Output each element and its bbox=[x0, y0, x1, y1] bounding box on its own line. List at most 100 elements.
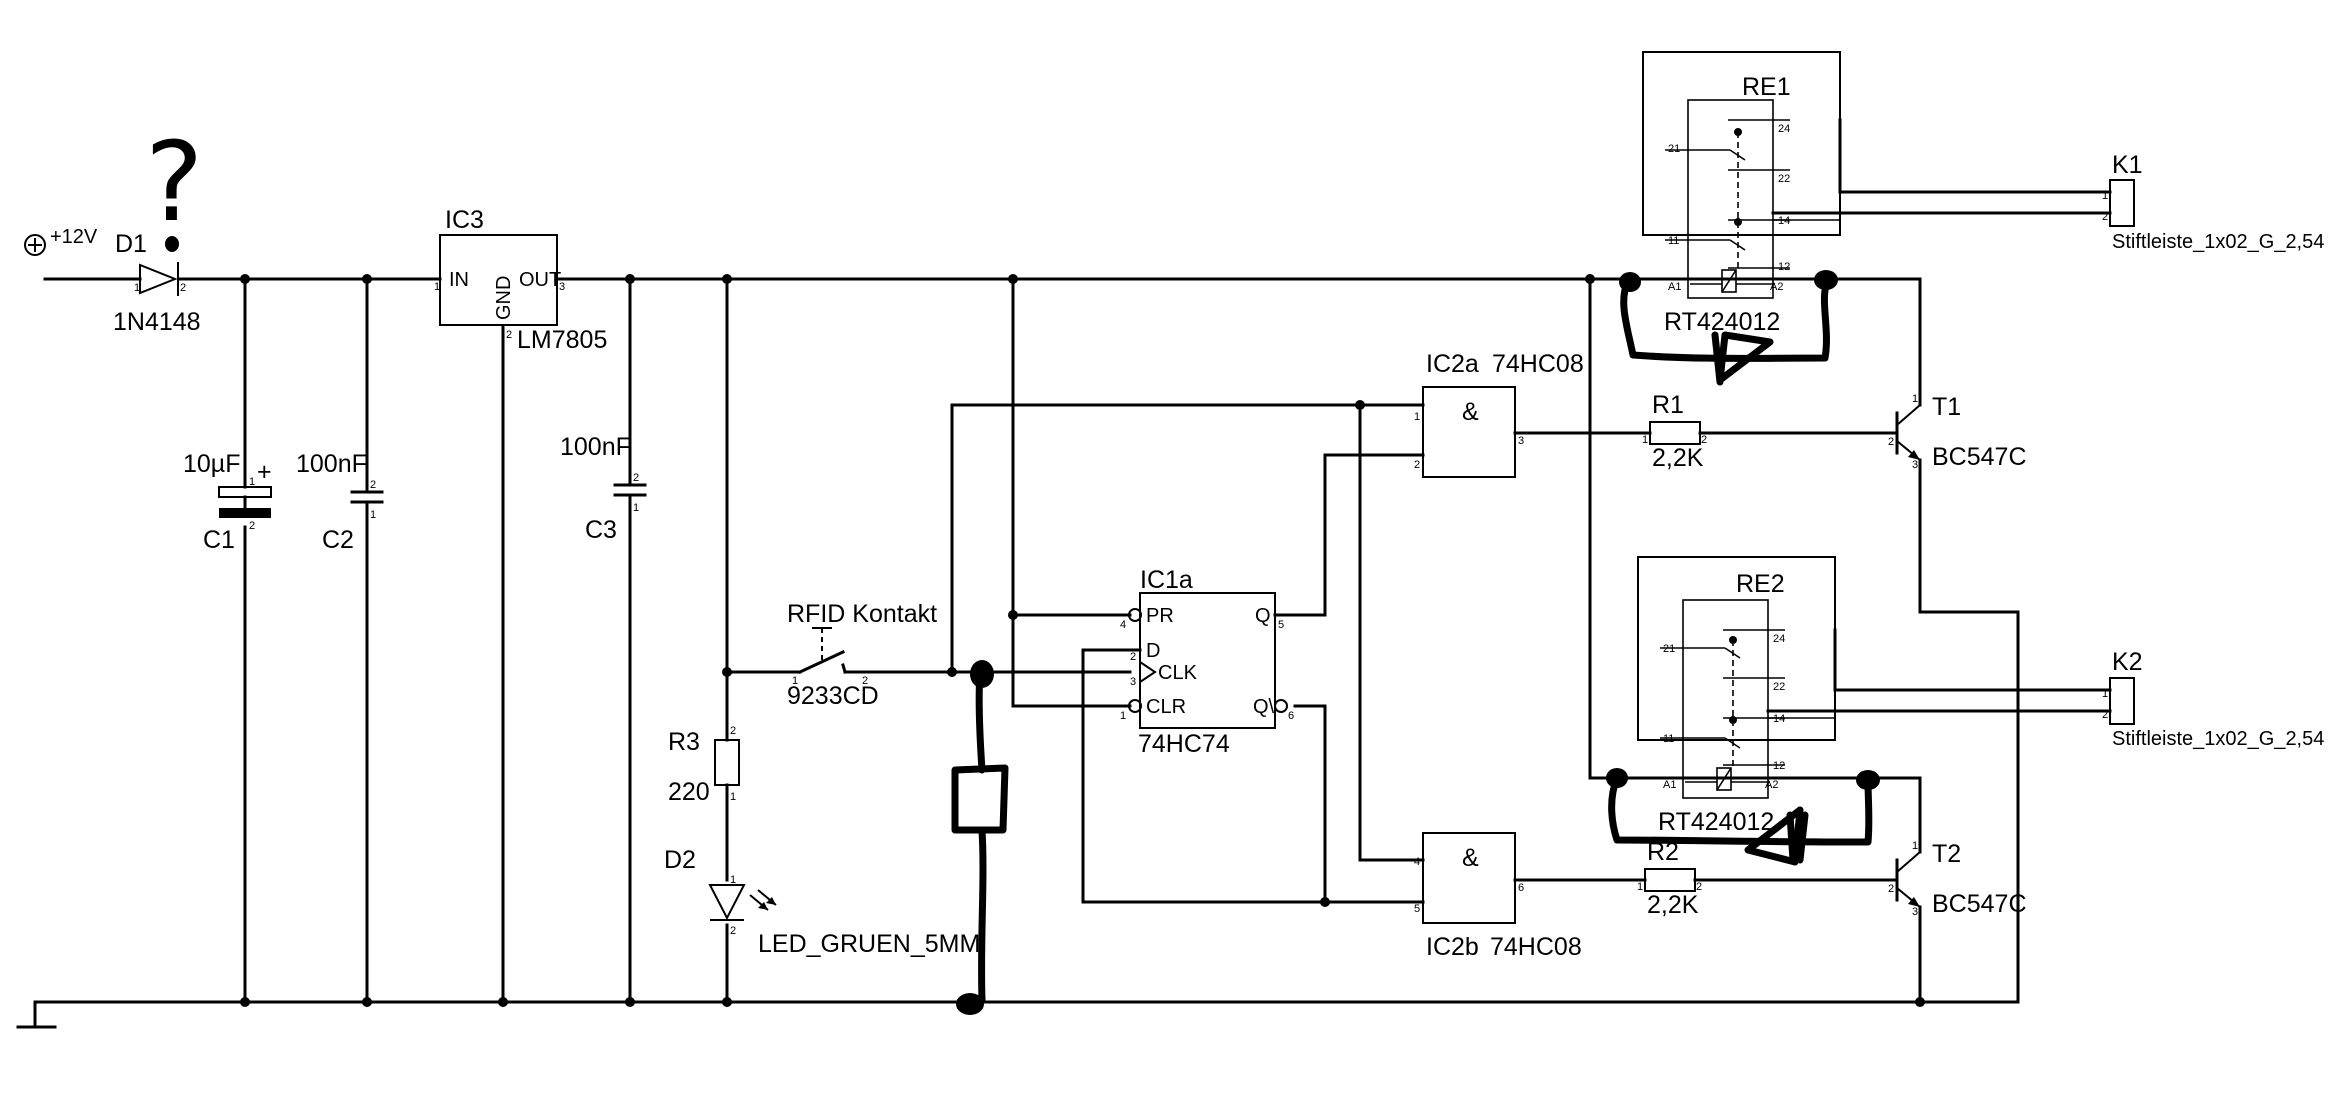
ic3-pin3: 3 bbox=[559, 281, 565, 293]
c3-value: 100nF bbox=[560, 433, 631, 461]
junctions bbox=[240, 274, 1925, 1007]
re2-pin-a2: A2 bbox=[1765, 779, 1778, 791]
ic3-value: LM7805 bbox=[517, 326, 607, 354]
ic1a-pin2: 2 bbox=[1130, 651, 1136, 663]
ic1a-pin-qn: Q\ bbox=[1253, 696, 1275, 718]
switch-pin1: 1 bbox=[792, 675, 798, 687]
t1-pin2: 2 bbox=[1888, 436, 1894, 448]
t1-pin1: 1 bbox=[1912, 393, 1918, 405]
led-d2: D2 LED_GRUEN_5MM 1 2 bbox=[664, 846, 980, 958]
ic1a-value: 74HC74 bbox=[1138, 730, 1230, 758]
diode-d1: D1 1N4148 1 2 bbox=[113, 230, 201, 336]
r3-pin2: 2 bbox=[730, 725, 736, 737]
ic2a-pin3: 3 bbox=[1518, 435, 1524, 447]
ic2b-value: 74HC08 bbox=[1490, 933, 1582, 961]
c2-pin1: 1 bbox=[370, 509, 376, 521]
c1-value: 10µF bbox=[183, 450, 240, 478]
re2-pin-22: 22 bbox=[1773, 681, 1785, 693]
c1-pin1: 1 bbox=[249, 476, 255, 488]
t1-pin3: 3 bbox=[1912, 459, 1918, 471]
ic1a-pin-clk: CLK bbox=[1158, 662, 1198, 684]
ic1a-pin1: 1 bbox=[1120, 710, 1126, 722]
d2-pin2: 2 bbox=[730, 925, 736, 937]
t1-name: T1 bbox=[1932, 393, 1961, 421]
c3-pin1: 1 bbox=[633, 502, 639, 514]
regulator-ic3: IC3 LM7805 IN OUT GND 1 2 3 bbox=[434, 206, 607, 354]
supply-terminal: +12V bbox=[24, 226, 98, 256]
re1-pin-11: 11 bbox=[1668, 235, 1679, 247]
c3-pin2: 2 bbox=[633, 472, 639, 484]
c2-pin2: 2 bbox=[370, 479, 376, 491]
c3-name: C3 bbox=[585, 516, 617, 544]
re1-name: RE1 bbox=[1742, 73, 1791, 101]
t2-pin3: 3 bbox=[1912, 906, 1918, 918]
c1-pin2: 2 bbox=[249, 520, 255, 532]
c2-value: 100nF bbox=[296, 450, 367, 478]
and-gate-ic2b: IC2b 74HC08 & 4 5 6 bbox=[1414, 832, 1582, 961]
re2-name: RE2 bbox=[1736, 570, 1785, 598]
ic3-pin-in: IN bbox=[449, 269, 469, 291]
connector-k2: K2 Stiftleiste_1x02_G_2,54 1 2 bbox=[2102, 648, 2324, 750]
t2-value: BC547C bbox=[1932, 890, 2027, 918]
ic2b-pin4: 4 bbox=[1414, 856, 1420, 868]
r2-pin1: 1 bbox=[1637, 881, 1643, 893]
r1-value: 2,2K bbox=[1652, 444, 1704, 472]
k2-pin1: 1 bbox=[2102, 688, 2108, 700]
relay-re2: RE2 RT424012 24 21 22 11 14 12 A1 A2 bbox=[1637, 556, 1836, 836]
c2-name: C2 bbox=[322, 526, 354, 554]
ic3-pin-gnd: GND bbox=[493, 276, 515, 320]
capacitor-c3: 100nF C3 2 1 bbox=[560, 433, 647, 544]
t2-pin2: 2 bbox=[1888, 883, 1894, 895]
re2-pin-14: 14 bbox=[1773, 713, 1785, 725]
resistor-r2: R2 2,2K 1 2 bbox=[1637, 838, 1702, 919]
flipflop-ic1a: IC1a 74HC74 PR D CLK CLR Q Q\ 4 2 3 1 5 … bbox=[1120, 566, 1294, 758]
ic3-pin1: 1 bbox=[434, 281, 440, 293]
resistor-r1: R1 2,2K 1 2 bbox=[1642, 391, 1707, 472]
capacitor-c1: 10µF + C1 1 2 bbox=[183, 450, 272, 554]
connector-k1: K1 Stiftleiste_1x02_G_2,54 1 2 bbox=[2102, 151, 2324, 253]
ic1a-pin-clr: CLR bbox=[1146, 696, 1186, 718]
ic1a-pin3: 3 bbox=[1130, 676, 1136, 688]
ic2a-value: 74HC08 bbox=[1492, 350, 1584, 378]
ic1a-pin6: 6 bbox=[1288, 710, 1294, 722]
k1-pin1: 1 bbox=[2102, 190, 2108, 202]
d2-name: D2 bbox=[664, 846, 696, 874]
ic2b-name: IC2b bbox=[1426, 933, 1479, 961]
relay-output-wires bbox=[1766, 118, 2112, 713]
and-gate-ic2a: IC2a 74HC08 & 1 2 3 bbox=[1414, 350, 1584, 478]
r3-name: R3 bbox=[668, 728, 700, 756]
resistor-r3: R3 220 2 1 bbox=[668, 725, 740, 806]
t2-pin1: 1 bbox=[1912, 840, 1918, 852]
re1-pin-14: 14 bbox=[1778, 215, 1790, 227]
t2-name: T2 bbox=[1932, 840, 1961, 868]
ic2b-symbol: & bbox=[1462, 844, 1479, 872]
r1-name: R1 bbox=[1652, 391, 1684, 419]
re1-pin-21: 21 bbox=[1668, 143, 1680, 155]
d1-pin2: 2 bbox=[180, 282, 186, 294]
supply-label: +12V bbox=[50, 226, 98, 248]
ic1a-pin-q: Q bbox=[1255, 605, 1271, 627]
k1-value: Stiftleiste_1x02_G_2,54 bbox=[2112, 231, 2324, 253]
k1-name: K1 bbox=[2112, 151, 2143, 179]
switch-rfid: RFID Kontakt 9233CD 1 2 bbox=[787, 600, 937, 710]
ic3-pin-out: OUT bbox=[519, 269, 561, 291]
re1-pin-12: 12 bbox=[1778, 261, 1790, 273]
re1-pin-22: 22 bbox=[1778, 173, 1790, 185]
re1-pin-a1: A1 bbox=[1668, 281, 1681, 293]
ic3-name: IC3 bbox=[445, 206, 484, 234]
k2-value: Stiftleiste_1x02_G_2,54 bbox=[2112, 728, 2324, 750]
ic1a-pin-pr: PR bbox=[1146, 605, 1174, 627]
question-mark-annotation: ? bbox=[145, 118, 203, 246]
r1-pin1: 1 bbox=[1642, 434, 1648, 446]
re2-pin-24: 24 bbox=[1773, 633, 1785, 645]
d2-value: LED_GRUEN_5MM bbox=[758, 930, 980, 958]
r3-pin1: 1 bbox=[730, 791, 736, 803]
r1-pin2: 2 bbox=[1701, 434, 1707, 446]
relay-re1: RE1 RT424012 24 21 22 11 14 12 A1 A2 bbox=[1642, 51, 1841, 336]
transistor-t2: T2 BC547C 1 2 3 bbox=[1888, 840, 2027, 918]
switch-name: RFID Kontakt bbox=[787, 600, 937, 628]
d1-value: 1N4148 bbox=[113, 308, 201, 336]
d2-pin1: 1 bbox=[730, 874, 736, 886]
ic2b-pin5: 5 bbox=[1414, 903, 1420, 915]
ic2b-pin6: 6 bbox=[1518, 882, 1524, 894]
